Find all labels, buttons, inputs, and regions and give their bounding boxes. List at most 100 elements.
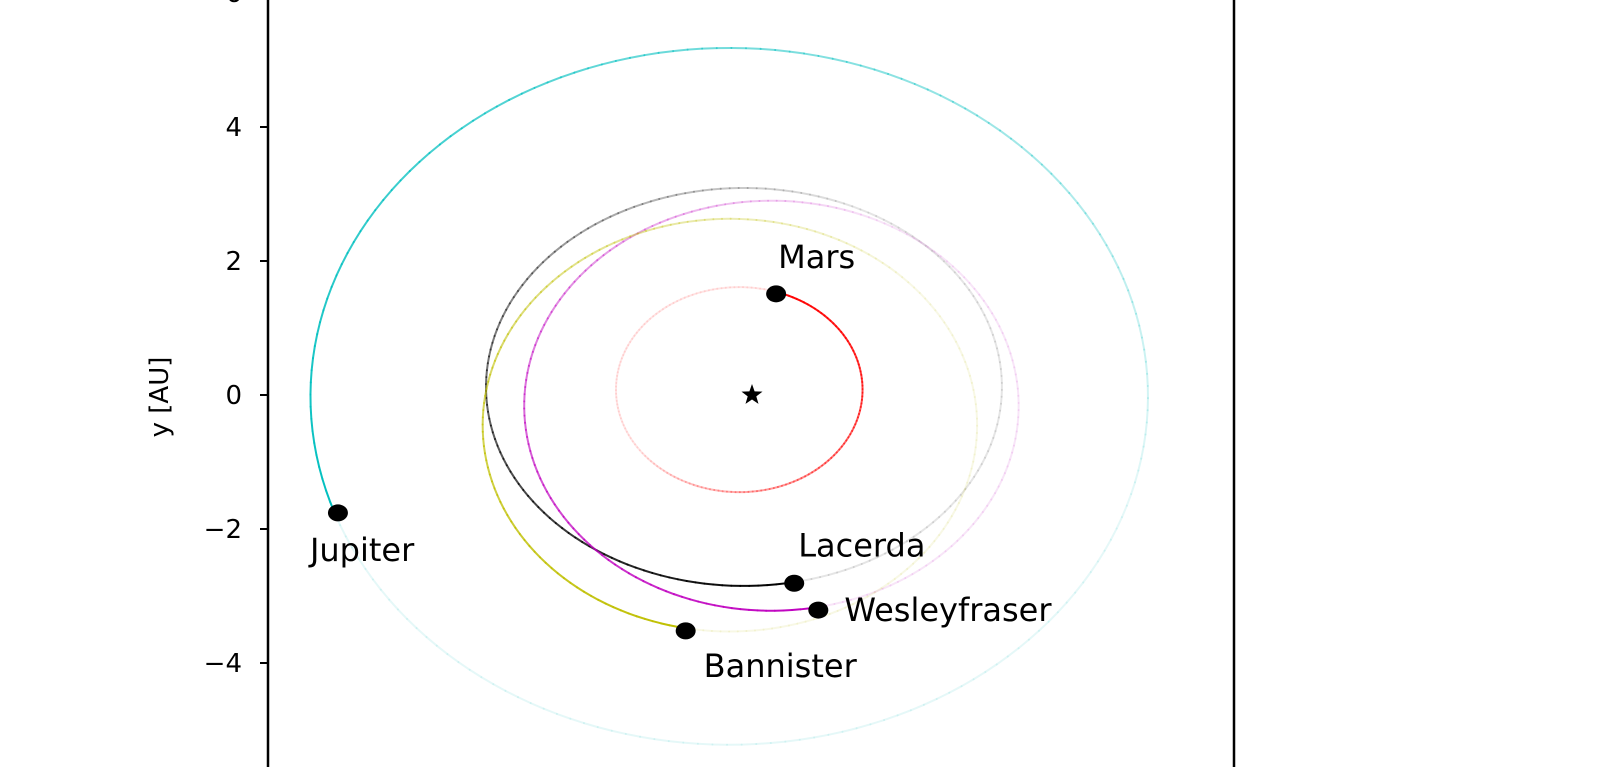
orbit-segment [796, 620, 807, 625]
orbit-segment [935, 691, 951, 700]
orbit-segment [531, 457, 536, 466]
orbit-segment [506, 514, 513, 523]
orbit-segment [310, 417, 314, 432]
orbit-segment [621, 420, 625, 427]
orbit-segment [491, 480, 496, 490]
orbit-segment [313, 333, 319, 348]
orbit-segment [1059, 182, 1071, 195]
orbit-segment [891, 544, 901, 551]
orbit-segment [676, 578, 688, 582]
orbit-mars [614, 286, 864, 494]
orbit-segment [629, 232, 639, 238]
orbit-segment [640, 323, 646, 328]
orbit-segment [699, 290, 706, 294]
orbit-segment [499, 451, 505, 460]
orbit-segment [836, 568, 847, 574]
orbit-segment [1014, 430, 1018, 440]
orbit-segment [366, 209, 377, 222]
orbit-segment [989, 327, 994, 336]
orbit-segment [526, 435, 530, 446]
orbit-segment [587, 223, 597, 230]
orbit-segment [833, 601, 844, 605]
orbit-segment [986, 498, 993, 507]
orbit-segment [898, 540, 908, 547]
orbit-segment [667, 740, 685, 744]
orbit-segment [874, 587, 884, 593]
orbit-segment [1109, 527, 1118, 541]
orbit-segment [510, 320, 518, 329]
orbit-segment [784, 738, 801, 743]
orbit-segment [313, 442, 318, 457]
orbit-segment [918, 240, 927, 247]
orbit-segment [987, 443, 992, 453]
orbit-segment [529, 350, 534, 360]
orbit-segment [374, 199, 385, 212]
orbit-segment [536, 330, 542, 340]
orbit-segment [502, 457, 508, 467]
orbit-segment [963, 481, 969, 491]
orbit-segment [659, 218, 669, 224]
orbit-segment [1016, 416, 1020, 426]
orbit-segment [684, 480, 691, 485]
orbit-segment [503, 333, 510, 342]
orbit-segment [799, 607, 811, 611]
orbit-segment [577, 533, 586, 541]
orbit-segment [787, 622, 799, 627]
orbit-segment [977, 463, 983, 472]
orbit-segment [491, 359, 496, 369]
orbit-segment [658, 308, 664, 313]
orbit-segment [919, 241, 929, 248]
orbit-segment [1130, 481, 1137, 496]
body-label-wesleyfraser: Wesleyfraser [844, 591, 1052, 629]
orbit-segment [619, 609, 630, 615]
orbit-segment [486, 403, 490, 413]
orbit-segment [548, 516, 557, 525]
orbit-segment [858, 593, 869, 599]
orbit-segment [932, 516, 941, 524]
orbit-segment [701, 47, 718, 50]
orbit-segment [1134, 469, 1140, 484]
orbit-segment [996, 416, 1000, 426]
orbit-segment [843, 208, 854, 214]
orbit-segment [991, 333, 997, 343]
orbit-segment [524, 378, 528, 389]
orbit-segment [826, 197, 837, 202]
orbit-segment [980, 456, 987, 466]
orbit-segment [1140, 336, 1146, 351]
orbit-segment [616, 403, 619, 409]
orbit-segment [739, 608, 750, 611]
orbit-segment [719, 187, 731, 190]
orbit-segment [643, 320, 649, 326]
orbit-segment [546, 310, 553, 320]
orbit-segment [507, 326, 513, 336]
orbit-segment [408, 160, 421, 173]
orbit-segment [708, 488, 716, 492]
orbit-segment [817, 195, 829, 200]
orbit-segment [762, 627, 774, 631]
orbit-segment [699, 206, 710, 211]
orbit-segment [633, 331, 638, 337]
orbit-segment [926, 245, 936, 253]
orbit-segment [618, 560, 629, 566]
orbit-segment [653, 462, 659, 468]
orbit-segment [978, 293, 985, 302]
orbit-segment [396, 608, 409, 620]
orbit-segment [687, 293, 694, 298]
orbit-segment [1001, 331, 1007, 341]
orbit-segment [705, 602, 716, 607]
orbit-segment [860, 249, 870, 256]
orbit-segment [828, 609, 839, 615]
orbit-segment [522, 488, 530, 497]
body-marker-wesleyfraser [808, 601, 829, 619]
orbit-segment [524, 302, 532, 311]
orbit-segment [523, 386, 527, 396]
orbit-segment [544, 561, 553, 570]
orbit-segment [851, 211, 862, 216]
orbit-segment [968, 288, 975, 298]
orbit-segment [629, 437, 634, 443]
orbit-segment [553, 245, 563, 253]
orbit-segment [984, 663, 998, 673]
body-label-jupiter: Jupiter [308, 531, 415, 569]
orbit-segment [800, 191, 811, 196]
orbit-segment [976, 114, 990, 124]
